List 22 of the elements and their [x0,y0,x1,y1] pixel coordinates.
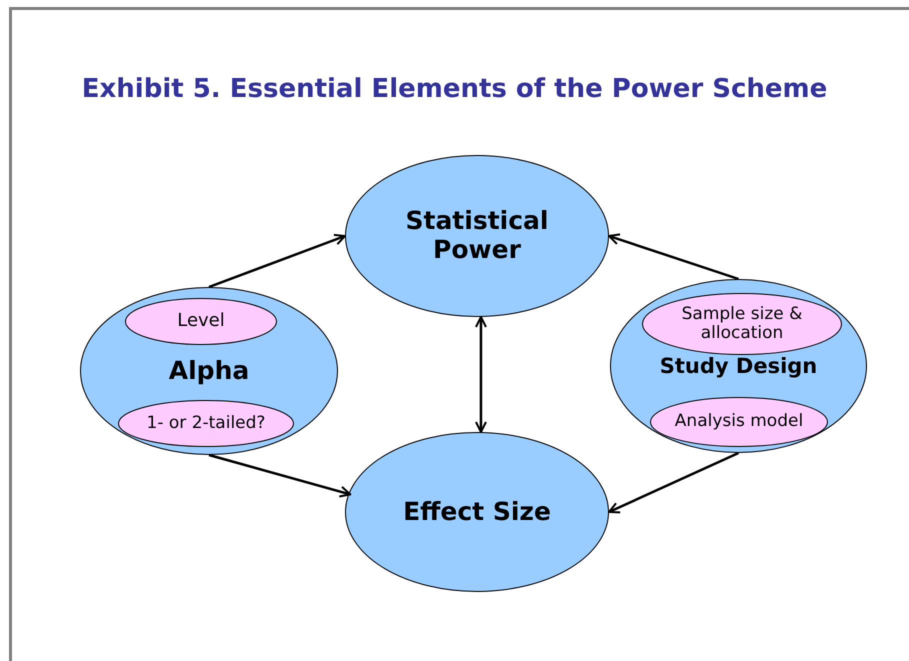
alpha-ellipse [80,287,338,455]
node-label: 1- or 2-tailed? [146,414,266,434]
node-heading: Study Design [658,354,818,378]
statistical-power-ellipse [345,155,609,317]
double-arrow [474,316,487,433]
node-label: Sample size & allocation [680,304,804,344]
arrow [608,452,740,514]
node-heading: Alpha [168,356,250,386]
node-heading: Statistical Power [404,207,550,264]
node-heading: Effect Size [402,498,552,526]
diagram-title: Exhibit 5. Essential Elements of the Power Scheme [80,74,828,104]
sample-size-ellipse [642,293,842,355]
study-design-ellipse [610,279,867,453]
arrow [608,233,739,280]
arrow [208,454,352,498]
tails-ellipse [118,400,294,447]
node-label: Analysis model [674,412,804,432]
analysis-model-ellipse [650,397,828,447]
arrow [208,234,346,288]
level-ellipse [125,298,277,345]
effect-size-ellipse [345,432,609,592]
node-label: Level [176,311,226,332]
